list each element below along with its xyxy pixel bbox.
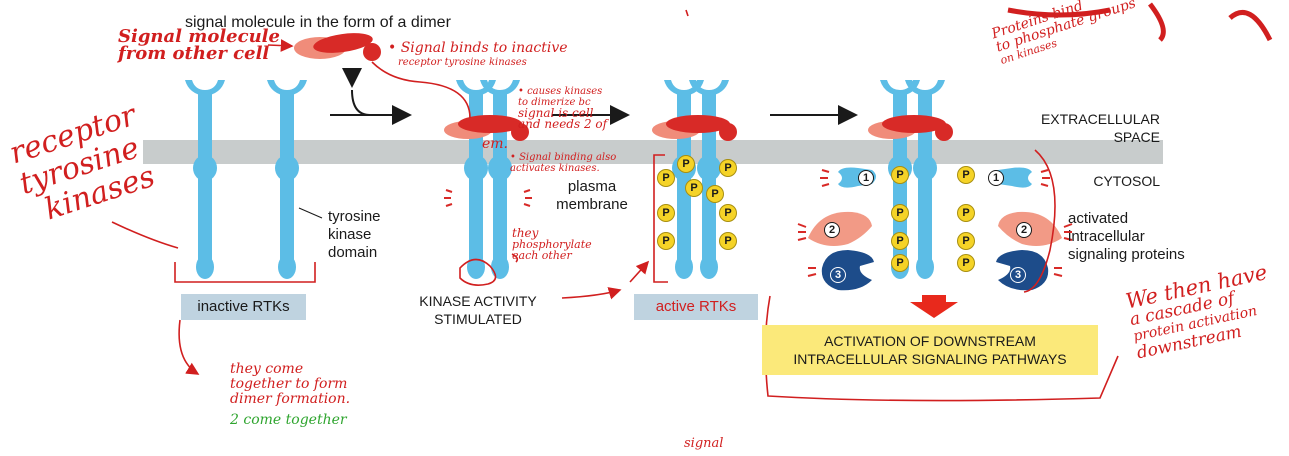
annotation-signal-molecule: Signal molecule from other cell: [118, 26, 280, 64]
inactive-rtks-label: inactive RTKs: [197, 298, 290, 315]
tkd-line-2: kinase: [328, 226, 372, 243]
annotation-signal-binds: • Signal binds to inactive receptor tyro…: [388, 40, 568, 69]
extracellular-space-label: EXTRACELLULAR SPACE: [1010, 110, 1160, 146]
protein-number-badge: 1: [988, 170, 1004, 186]
signal-dimer-label: signal molecule in the form of a dimer: [185, 14, 451, 31]
cytosol-label: CYTOSOL: [1093, 173, 1160, 189]
ap-line-1: activated: [1068, 210, 1129, 227]
phosphate-badge: P: [657, 232, 675, 250]
inactive-receptor-left: [185, 80, 225, 279]
phosphate-badge: P: [891, 232, 909, 250]
protein-number-badge: 3: [1010, 267, 1026, 283]
annotation-signal-binding-also: • Signal binding also activates kinases.: [510, 152, 616, 174]
ka-line-1: KINASE ACTIVITY: [419, 293, 537, 309]
pm-line-1: plasma: [567, 178, 617, 195]
phosphate-badge: P: [957, 166, 975, 184]
asba-line-1: • Signal binding also: [510, 152, 617, 163]
annotation-em: em.: [482, 136, 509, 152]
atp-line-3: each other: [512, 249, 572, 262]
phosphate-badge: P: [677, 155, 695, 173]
downstream-line-2: INTRACELLULAR SIGNALING PATHWAYS: [793, 351, 1067, 367]
protein-number-badge: 2: [824, 222, 840, 238]
phosphate-badge: P: [957, 254, 975, 272]
bound-signal-stage4: [868, 115, 953, 141]
downstream-arrow: [910, 295, 958, 318]
ack-line-2: to dimerize bc: [518, 97, 591, 108]
activity-marks-stage4: [797, 169, 1073, 277]
protein-1-right-shape: [994, 167, 1032, 188]
plasma-membrane-label: plasma membrane: [552, 178, 632, 214]
asba-line-2: activates kinases.: [510, 163, 600, 174]
phosphate-badge: P: [657, 169, 675, 187]
annotation-come-together: they come together to form dimer formati…: [230, 362, 350, 407]
asm-line-1: Signal molecule: [118, 26, 280, 47]
plasma-membrane-band: [143, 140, 1163, 164]
phosphate-badge: P: [719, 232, 737, 250]
annotation-two-come-together: 2 come together: [230, 412, 347, 428]
protein-2-left-shape: [808, 211, 872, 246]
activated-proteins-label: activated intracellular signaling protei…: [1068, 210, 1185, 264]
phosphate-badge: P: [891, 204, 909, 222]
pm-line-2: membrane: [556, 196, 628, 213]
signaling-receptor-right: [905, 80, 945, 279]
dimer-receptor-left: [456, 80, 496, 279]
protein-3-left-shape: [821, 250, 874, 291]
es-line-2: SPACE: [1113, 129, 1160, 145]
ack-line-4: and needs 2 of: [518, 117, 608, 131]
bound-signal-stage3: [652, 115, 737, 141]
phosphate-badge: P: [706, 185, 724, 203]
protein-number-badge: 1: [858, 170, 874, 186]
protein-number-badge: 3: [830, 267, 846, 283]
ack-line-1: • causes kinases: [518, 86, 603, 97]
act-line-1: they come: [230, 361, 304, 377]
inactive-receptor-right: [267, 80, 307, 279]
asb-line-1: • Signal binds to inactive: [388, 40, 568, 56]
annotation-causes-kinases: • causes kinases to dimerize bc signal i…: [518, 86, 607, 130]
asb-line-2: receptor tyrosine kinases: [398, 57, 527, 68]
annotation-phosphorylate: they phosphorylate each other: [512, 226, 592, 262]
ap-line-3: signaling proteins: [1068, 246, 1185, 263]
ka-line-2: STIMULATED: [434, 311, 522, 327]
tyrosine-kinase-domain-label: tyrosine kinase domain: [328, 208, 381, 262]
phosphate-badge: P: [685, 179, 703, 197]
asm-line-2: from other cell: [118, 43, 270, 64]
atp-line-1: they: [512, 226, 539, 240]
act-line-3: dimer formation.: [230, 391, 351, 407]
protein-number-badge: 2: [1016, 222, 1032, 238]
kinase-domain-pointer: [298, 207, 323, 219]
phosphate-badge: P: [957, 204, 975, 222]
active-rtks-box: active RTKs: [634, 294, 758, 320]
atp-line-2: phosphorylate: [512, 238, 592, 251]
inactive-rtks-box: inactive RTKs: [181, 294, 306, 320]
es-line-1: EXTRACELLULAR: [1040, 111, 1160, 127]
activity-marks-stage2: [444, 189, 532, 207]
ap-line-2: intracellular: [1068, 228, 1145, 245]
kinase-activity-label: KINASE ACTIVITY STIMULATED: [398, 292, 558, 328]
annotation-signal-bottom: signal: [684, 436, 724, 451]
binding-arrow-curve: [351, 89, 371, 116]
phosphate-badge: P: [891, 254, 909, 272]
bound-signal-stage2: [444, 115, 529, 141]
downstream-line-1: ACTIVATION OF DOWNSTREAM: [824, 333, 1036, 349]
phosphate-badge: P: [957, 232, 975, 250]
signal-dimer-free: [294, 33, 381, 61]
active-rtks-label: active RTKs: [655, 298, 737, 315]
phosphate-badge: P: [657, 204, 675, 222]
phosphate-badge: P: [891, 166, 909, 184]
tkd-line-1: tyrosine: [328, 208, 381, 225]
downstream-box: ACTIVATION OF DOWNSTREAM INTRACELLULAR S…: [762, 325, 1098, 375]
phosphate-badge: P: [719, 159, 737, 177]
act-line-2: together to form: [230, 376, 348, 392]
ack-line-3: signal is cell: [518, 106, 594, 120]
tkd-line-3: domain: [328, 244, 378, 261]
phosphate-badge: P: [719, 204, 737, 222]
